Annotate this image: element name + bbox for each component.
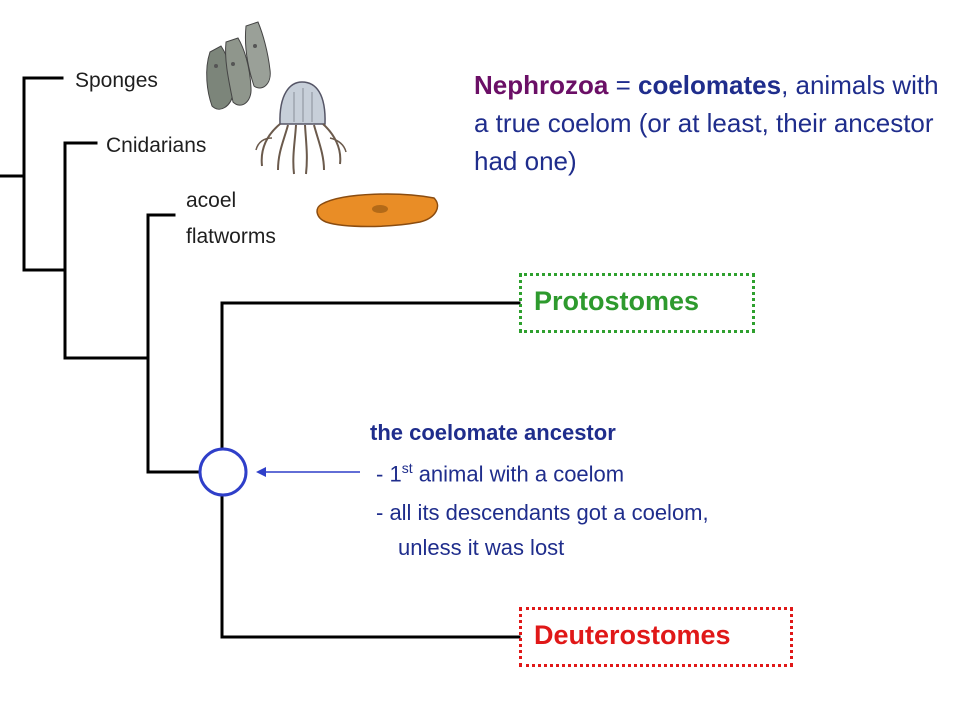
ancestor-note-3: unless it was lost (398, 535, 565, 560)
label-protostomes: Protostomes (534, 286, 700, 316)
label-acoel-line2: flatworms (186, 225, 276, 248)
protostomes-box: Protostomes (519, 273, 755, 333)
ancestor-note-2: - all its descendants got a coelom, (376, 500, 709, 525)
label-deuterostomes: Deuterostomes (534, 620, 731, 650)
flatworm-icon (316, 193, 439, 228)
deuterostomes-box: Deuterostomes (519, 607, 793, 667)
nephrozoa-definition: Nephrozoa = coelomates, animals with a t… (474, 66, 944, 180)
equals-sign: = (608, 70, 638, 100)
jellyfish-icon (255, 81, 347, 175)
label-cnidarians: Cnidarians (106, 134, 207, 157)
ancestor-pointer-arrowhead (256, 467, 266, 477)
term-nephrozoa: Nephrozoa (474, 70, 609, 100)
ancestor-title: the coelomate ancestor (370, 420, 616, 445)
term-coelomates: coelomates (637, 70, 782, 100)
coelomate-ancestor-node (198, 447, 248, 497)
definition-text: , animals with a true coelom (or at leas… (474, 70, 939, 176)
label-acoel-line1: acoel (186, 189, 237, 212)
label-sponges: Sponges (75, 69, 158, 92)
ancestor-note-1: - 1st animal with a coelom (376, 460, 625, 487)
sponge-icon (206, 21, 271, 110)
